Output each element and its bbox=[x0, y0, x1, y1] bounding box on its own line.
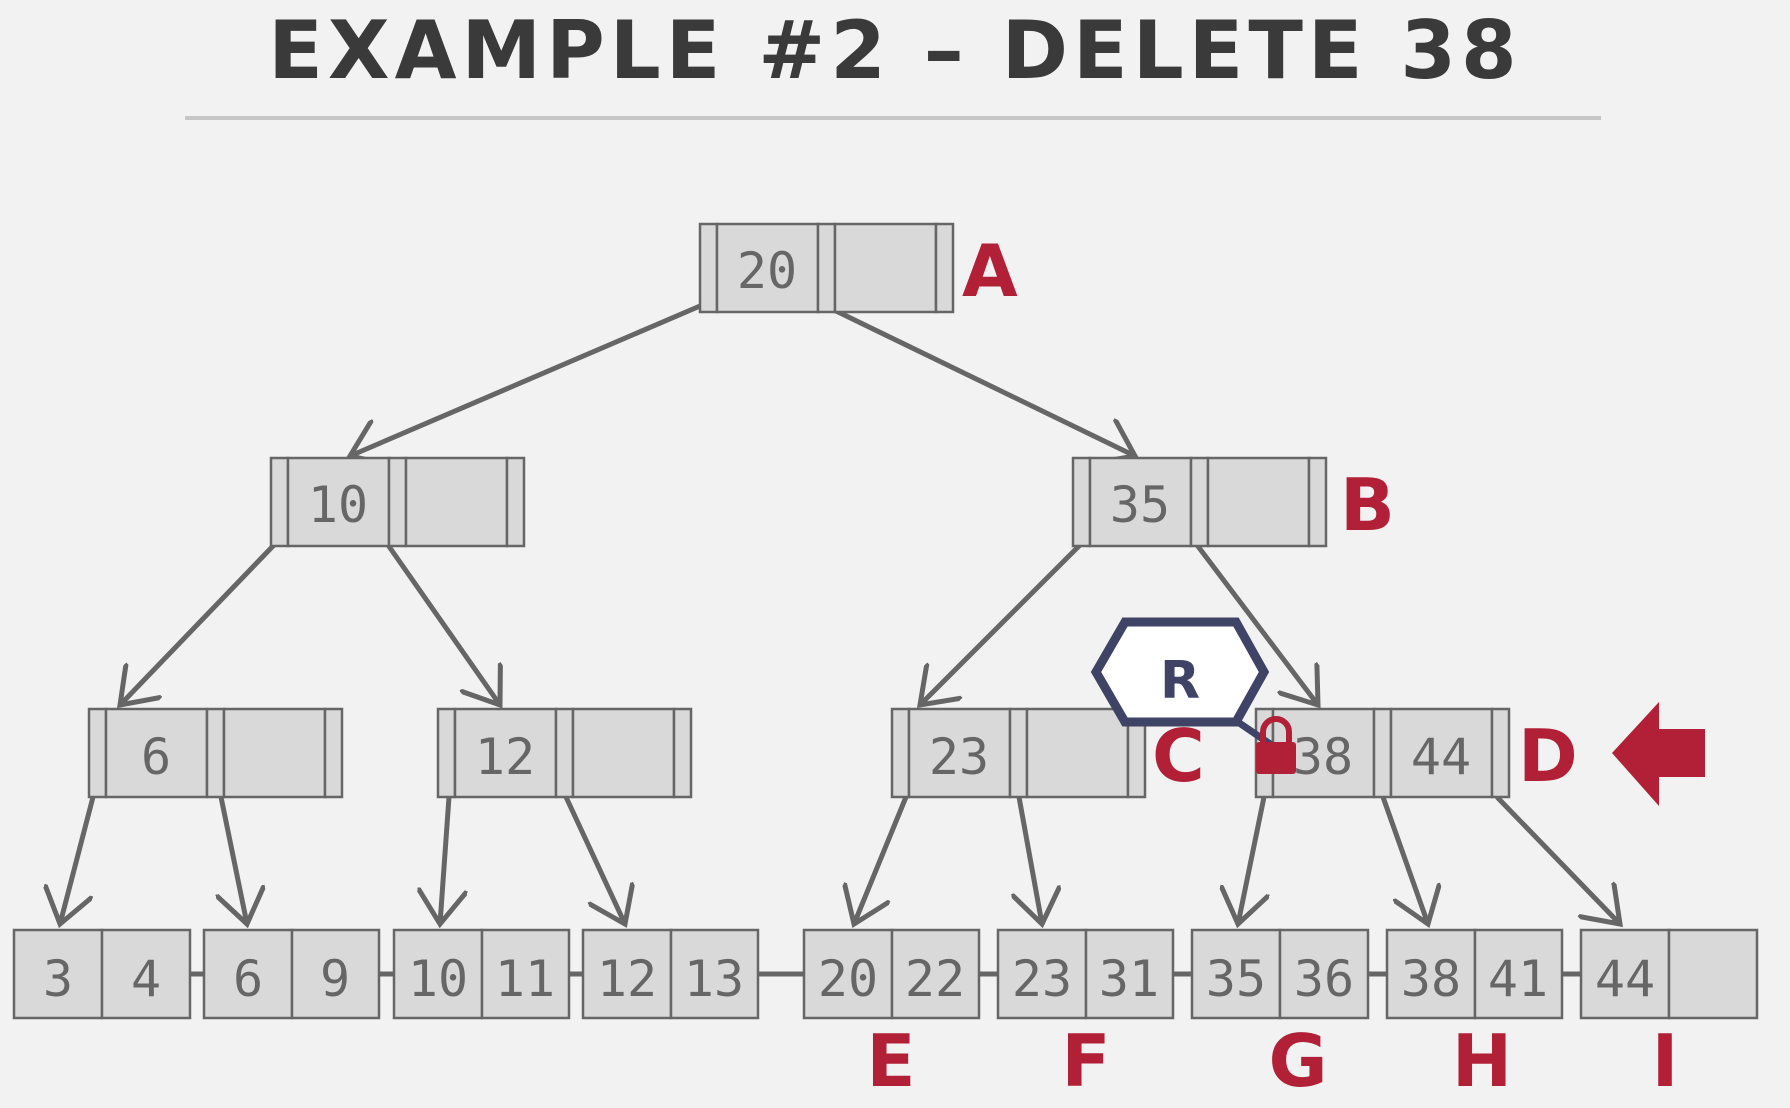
leaf-key: 38 bbox=[1401, 950, 1461, 1008]
page-title: EXAMPLE #2 – DELETE 38 bbox=[268, 4, 1522, 97]
node-label-b: B bbox=[1340, 463, 1395, 547]
leaf-key: 20 bbox=[818, 950, 878, 1008]
leaf-key: 4 bbox=[131, 950, 161, 1008]
node-key: 12 bbox=[475, 728, 535, 786]
leaf-key: 13 bbox=[684, 950, 744, 1008]
leaf-key: 44 bbox=[1595, 950, 1655, 1008]
leaf-node-e: 20 22 bbox=[802, 928, 981, 1020]
title-divider bbox=[185, 116, 1601, 120]
leaf-key: 22 bbox=[905, 950, 965, 1008]
leaf-key: 10 bbox=[408, 950, 468, 1008]
tree-node-c: 23 bbox=[890, 707, 1147, 799]
leaf-label-g: G bbox=[1268, 1019, 1327, 1103]
node-key: 35 bbox=[1110, 476, 1170, 534]
leaf-key: 36 bbox=[1294, 950, 1354, 1008]
leaf-node-i: 44 bbox=[1579, 928, 1759, 1020]
leaf-node: 10 11 bbox=[392, 928, 571, 1020]
leaf-key: 6 bbox=[233, 950, 263, 1008]
leaf-key: 23 bbox=[1012, 950, 1072, 1008]
tree-node-l2-12: 12 bbox=[436, 707, 693, 799]
leaf-label-e: E bbox=[866, 1019, 915, 1103]
tree-node-inner-left: 10 bbox=[269, 456, 526, 548]
leaf-key: 9 bbox=[320, 950, 350, 1008]
tree-node-l2-6: 6 bbox=[87, 707, 344, 799]
leaf-node: 12 13 bbox=[581, 928, 760, 1020]
node-label-c: C bbox=[1152, 714, 1205, 798]
node-label-a: A bbox=[962, 229, 1018, 313]
leaf-node: 6 9 bbox=[202, 928, 381, 1020]
leaf-key: 31 bbox=[1099, 950, 1159, 1008]
tree-node-b: 35 bbox=[1071, 456, 1328, 548]
leaf-node-g: 35 36 bbox=[1190, 928, 1370, 1020]
node-key: 44 bbox=[1411, 728, 1471, 786]
leaf-node-h: 38 41 bbox=[1385, 928, 1564, 1020]
leaf-label-i: I bbox=[1652, 1019, 1679, 1103]
leaf-key: 41 bbox=[1488, 950, 1548, 1008]
node-label-d: D bbox=[1518, 714, 1578, 798]
leaf-key: 3 bbox=[43, 950, 73, 1008]
leaf-node-f: 23 31 bbox=[996, 928, 1175, 1020]
lock-icon bbox=[1256, 716, 1296, 774]
leaf-node: 3 4 bbox=[12, 928, 192, 1020]
node-key: 38 bbox=[1293, 728, 1353, 786]
leaf-key: 35 bbox=[1206, 950, 1266, 1008]
leaf-label-h: H bbox=[1452, 1019, 1512, 1103]
leaf-key: 11 bbox=[495, 950, 555, 1008]
leaf-key: 12 bbox=[597, 950, 657, 1008]
node-key: 23 bbox=[929, 728, 989, 786]
arrow-left-icon bbox=[1612, 702, 1705, 806]
latch-mode: R bbox=[1160, 651, 1200, 711]
tree-edges bbox=[60, 303, 1620, 924]
leaf-label-f: F bbox=[1061, 1019, 1110, 1103]
node-key: 6 bbox=[141, 728, 171, 786]
hexagon-latch-icon: R bbox=[1090, 617, 1278, 751]
tree-node-root: 20 bbox=[698, 222, 955, 314]
node-key: 20 bbox=[737, 242, 797, 300]
node-key: 10 bbox=[308, 476, 368, 534]
